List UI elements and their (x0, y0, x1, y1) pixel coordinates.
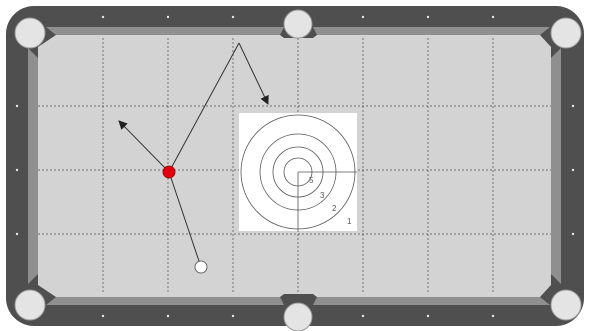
cushion-top-right (313, 27, 550, 35)
pocket-bottom-center (284, 303, 312, 331)
cushion-bottom-left (46, 297, 284, 305)
cue-ball[interactable] (195, 261, 207, 273)
target-ring-label-3: 3 (320, 191, 325, 200)
cushion-right (551, 48, 561, 284)
pocket-bottom-right (551, 290, 581, 320)
target-ring-label-5: 5 (309, 176, 314, 185)
target-ring-label-2: 2 (332, 204, 337, 213)
pocket-top-center (284, 10, 312, 38)
cushion-left (28, 48, 38, 284)
pocket-top-right (551, 18, 581, 48)
pocket-top-left (15, 18, 45, 48)
pocket-bottom-left (15, 290, 45, 320)
cushion-top-left (46, 27, 284, 35)
cushion-bottom-right (313, 297, 550, 305)
object-ball[interactable] (163, 166, 175, 178)
target-ring-label-1: 1 (347, 217, 352, 226)
target-zone: 5 3 2 1 (239, 113, 357, 231)
